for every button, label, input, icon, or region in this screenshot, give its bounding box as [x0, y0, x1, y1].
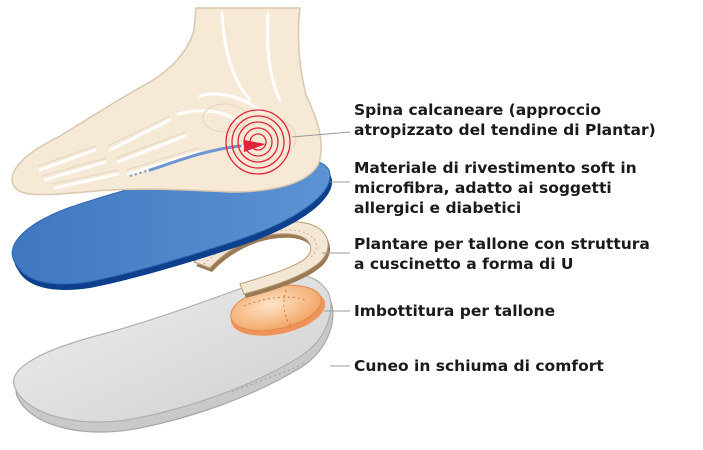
label-heel-spur-line1: Spina calcaneare (approccio	[354, 100, 656, 120]
label-cover-material-line1: Materiale di rivestimento soft in	[354, 158, 637, 178]
label-u-insole: Plantare per tallone con struttura a cus…	[354, 234, 650, 274]
foot	[12, 8, 321, 195]
label-heel-spur: Spina calcaneare (approccio atropizzato …	[354, 100, 656, 140]
label-u-insole-line1: Plantare per tallone con struttura	[354, 234, 650, 254]
label-cover-material-line3: allergici e diabetici	[354, 198, 637, 218]
label-heel-pad: Imbottitura per tallone	[354, 301, 555, 321]
label-u-insole-line2: a cuscinetto a forma di U	[354, 254, 650, 274]
label-comfort-wedge: Cuneo in schiuma di comfort	[354, 356, 604, 376]
label-cover-material: Materiale di rivestimento soft in microf…	[354, 158, 637, 218]
label-cover-material-line2: microfibra, adatto ai soggetti	[354, 178, 637, 198]
label-heel-pad-line1: Imbottitura per tallone	[354, 301, 555, 321]
label-comfort-wedge-line1: Cuneo in schiuma di comfort	[354, 356, 604, 376]
label-heel-spur-line2: atropizzato del tendine di Plantar)	[354, 120, 656, 140]
